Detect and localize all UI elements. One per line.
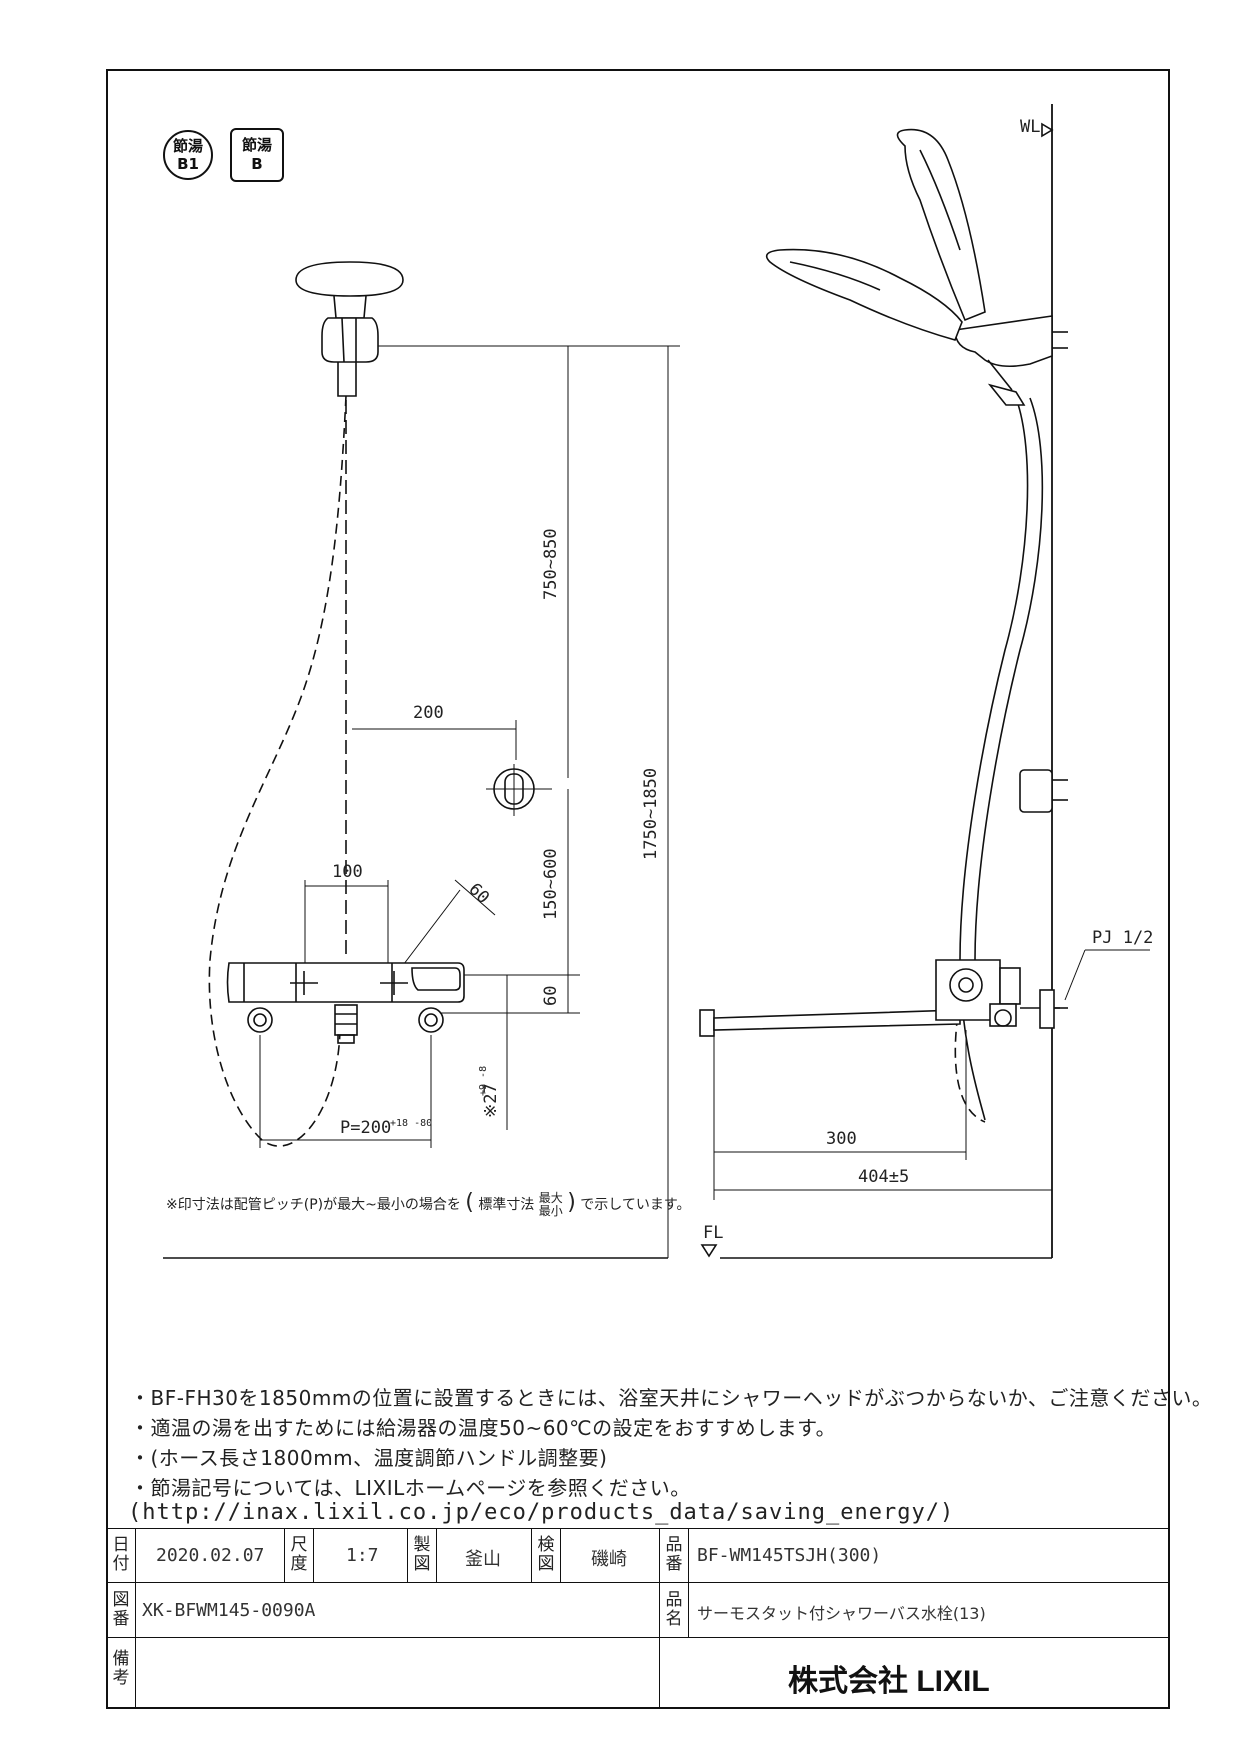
note-3: ・(ホース長さ1800mm、温度調節ハンドル調整要): [130, 1446, 608, 1470]
dim-pitch-tol: +18 -80: [390, 1118, 432, 1129]
remarks-cell: [135, 1637, 660, 1709]
date-label-cell: 日付: [106, 1528, 136, 1583]
note-2: ・適温の湯を出すためには給湯器の温度50~60℃の設定をおすすめします。: [130, 1416, 837, 1440]
dim-27-tol: +9 -8: [478, 1066, 489, 1096]
date-value: 2020.02.07: [156, 1545, 265, 1566]
remarks-label: 備考: [112, 1649, 130, 1688]
saving-energy-url: (http://inax.lixil.co.jp/eco/products_da…: [128, 1500, 955, 1525]
faucet-body-front: [226, 962, 465, 1044]
product-no-label: 品番: [665, 1535, 683, 1574]
drawn-label: 製図: [413, 1535, 431, 1574]
saving-mark-b1: 節湯 B1: [163, 130, 213, 180]
product-no-value: BF-WM145TSJH(300): [697, 1545, 882, 1566]
dim-100: 100: [332, 862, 363, 882]
drawing-no-value: XK-BFWM145-0090A: [142, 1600, 316, 1621]
scale-value: 1:7: [346, 1545, 379, 1566]
checked-label: 検図: [537, 1535, 555, 1574]
faucet-body-side: [699, 959, 1068, 1037]
company-name: 株式会社 LIXIL: [788, 1665, 990, 1698]
fl-label: FL: [703, 1223, 723, 1243]
pj-label: PJ 1/2: [1092, 928, 1153, 948]
drawn-value: 釜山: [465, 1549, 501, 1570]
shower-head-front: [295, 261, 404, 397]
dim-1750-1850: 1750~1850: [641, 768, 661, 860]
dim-750-850: 750~850: [541, 528, 561, 600]
note-4: ・節湯記号については、LIXILホームページを参照ください。: [130, 1476, 691, 1500]
wl-label: WL: [1020, 117, 1040, 137]
drawing-no-label: 図番: [112, 1590, 130, 1629]
dim-150-600: 150~600: [541, 848, 561, 920]
product-name-value: サーモスタット付シャワーバス水栓(13): [697, 1604, 986, 1623]
dim-300: 300: [826, 1129, 857, 1149]
dim-60-angle: 60: [464, 879, 493, 908]
dim-27: ※27: [481, 1083, 501, 1118]
product-name-label: 品名: [665, 1590, 683, 1629]
saving-mark-b: 節湯 B: [230, 128, 284, 182]
note-1: ・BF-FH30を1850mmの位置に設置するときには、浴室天井にシャワーヘッド…: [130, 1386, 1213, 1410]
footnote: ※印寸法は配管ピッチ(P)が最大~最小の場合を ( 標準寸法 最大 最小 ) で…: [166, 1190, 691, 1218]
dim-404: 404±5: [858, 1167, 909, 1187]
dim-60: 60: [541, 986, 561, 1006]
dim-pitch: P=200: [340, 1118, 391, 1138]
checked-value: 磯崎: [591, 1549, 627, 1570]
dim-200: 200: [413, 703, 444, 723]
title-block: 日付 2020.02.07 尺度 1:7 製図 釜山 検図 磯崎 品番 BF-W…: [106, 1528, 1170, 1709]
scale-label: 尺度: [290, 1535, 308, 1574]
